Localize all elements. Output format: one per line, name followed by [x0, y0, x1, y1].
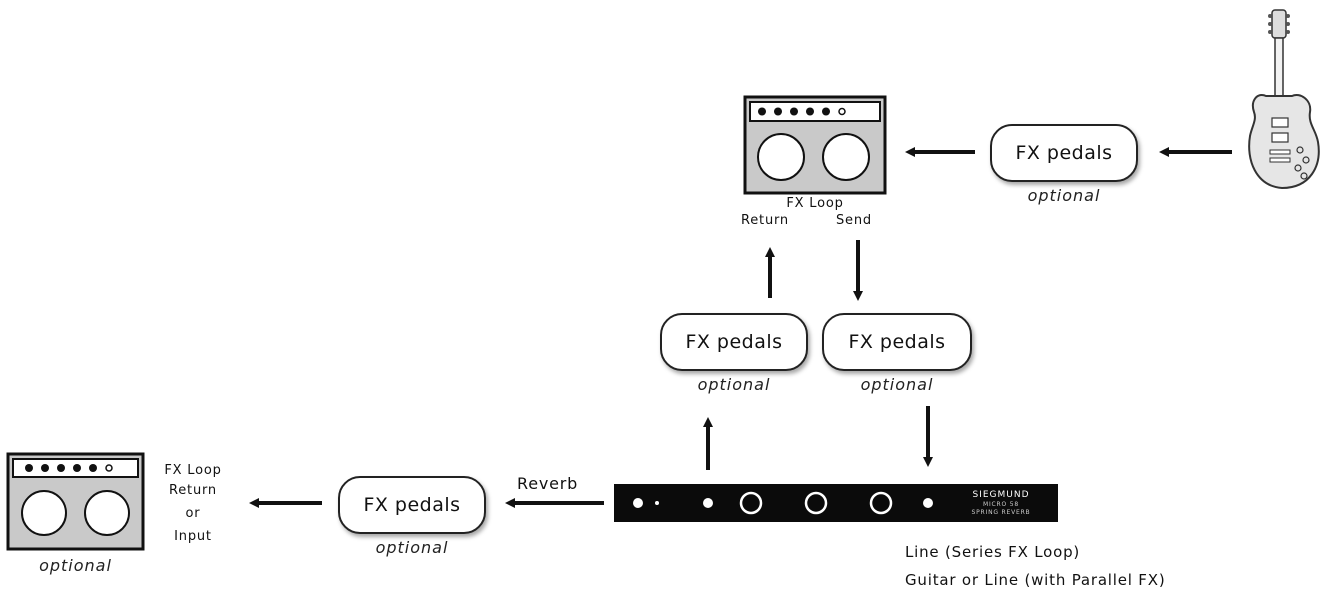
- optional-label: optional: [39, 556, 112, 575]
- amplifier-icon: [743, 95, 887, 195]
- optional-label: optional: [1027, 186, 1101, 205]
- reverb-output-label: Reverb: [517, 474, 579, 493]
- send-label: Send: [836, 213, 872, 228]
- fx-pedals-label: FX pedals: [363, 494, 461, 516]
- amplifier-icon: [6, 452, 145, 551]
- fx-pedals-box-mid-right: FX pedals: [822, 313, 972, 371]
- input-label: Input: [174, 529, 212, 544]
- fx-pedals-box-bottom-left: FX pedals: [338, 476, 486, 534]
- fx-pedals-label: FX pedals: [685, 331, 783, 353]
- return-label: Return: [741, 213, 789, 228]
- model-name: MICRO 58: [983, 501, 1019, 508]
- brand-name: SIEGMUND: [972, 490, 1030, 500]
- or-label: or: [185, 506, 201, 521]
- model-type: SPRING REVERB: [971, 509, 1031, 516]
- fx-pedals-box-mid-left: FX pedals: [660, 313, 808, 371]
- input-note-parallel: Guitar or Line (with Parallel FX): [905, 571, 1166, 589]
- optional-label: optional: [375, 538, 449, 557]
- optional-label: optional: [860, 375, 934, 394]
- fx-loop-label: FX Loop: [164, 463, 222, 478]
- fx-pedals-box-top-right: FX pedals: [990, 124, 1138, 182]
- fx-pedals-label: FX pedals: [1015, 142, 1113, 164]
- input-note-series: Line (Series FX Loop): [905, 543, 1081, 561]
- guitar-icon: [1248, 9, 1320, 190]
- return-label: Return: [169, 483, 217, 498]
- fx-loop-label: FX Loop: [786, 196, 844, 211]
- optional-label: optional: [697, 375, 771, 394]
- fx-pedals-label: FX pedals: [848, 331, 946, 353]
- reverb-unit-icon: [614, 484, 1058, 522]
- left-amp-input-labels: FX Loop Return or Input: [153, 461, 233, 547]
